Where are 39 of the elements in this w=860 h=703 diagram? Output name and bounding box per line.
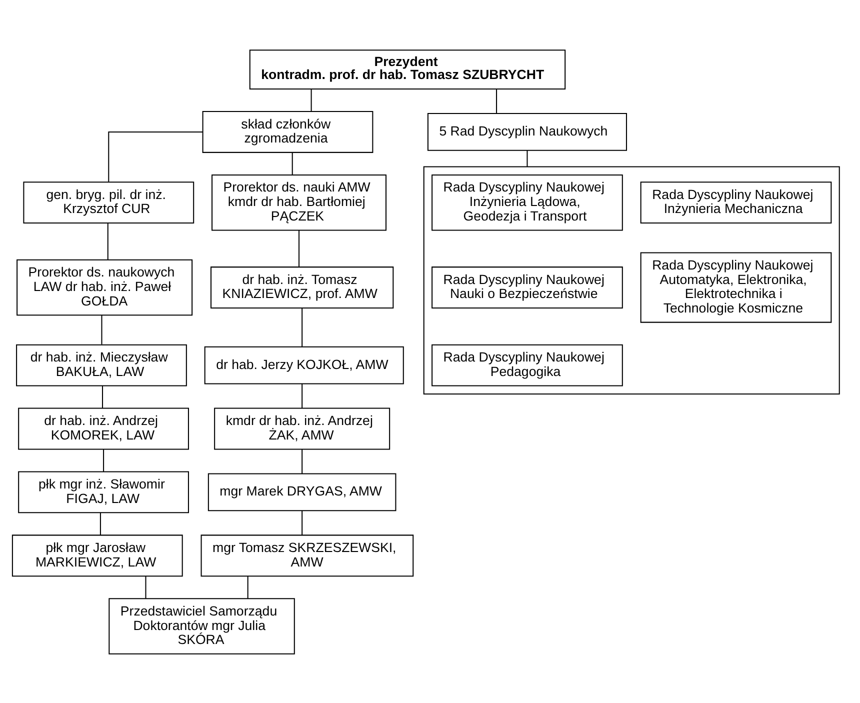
connector <box>302 449 303 474</box>
node-box: dr hab. Jerzy KOJKOŁ, AMW <box>204 346 404 384</box>
node-box: Prorektor ds. naukowych LAW dr hab. inż. Paweł GOŁDA <box>16 258 193 316</box>
node-box: płk mgr inż. Sławomir FIGAJ, LAW <box>18 470 189 513</box>
node-box: 5 Rad Dyscyplin Naukowych <box>427 112 627 150</box>
node-box: Prorektor ds. nauki AMW kmdr dr hab. Bartłomiej PĄCZEK <box>212 174 386 230</box>
connector <box>302 308 303 346</box>
connector <box>302 384 303 408</box>
node-box: Rada Dyscypliny Naukowej Nauki o Bezpieczeństwie <box>432 266 623 308</box>
node-box: Prezydent kontradm. prof. dr hab. Tomasz SZUBRYCHT <box>249 49 566 89</box>
connector <box>310 88 312 111</box>
node-box: Rada Dyscypliny Naukowej Pedagogika <box>432 344 623 386</box>
node-box: płk mgr Jarosław MARKIEWICZ, LAW <box>12 534 183 576</box>
node-box: skład członków zgromadzenia <box>202 110 374 152</box>
connector <box>526 150 528 166</box>
connector <box>103 449 104 472</box>
connector <box>302 510 303 535</box>
node-box: mgr Tomasz SKRZESZEWSKI, AMW <box>200 534 414 576</box>
cluster <box>423 166 840 394</box>
connector <box>298 230 300 266</box>
node-box: gen. bryg. pil. dr inż. Krzysztof CUR <box>23 181 194 224</box>
connector <box>107 222 108 260</box>
node-box: dr hab. inż. Tomasz KNIAZIEWICZ, prof. AMW <box>210 266 394 308</box>
node-box: Rada Dyscypliny Naukowej Inżynieria Lądowa, Geodezja i Transport <box>432 174 623 230</box>
node-box: Rada Dyscypliny Naukowej Inżynieria Mechaniczna <box>640 181 832 224</box>
connector <box>108 130 203 182</box>
connector <box>247 576 248 598</box>
connector <box>292 152 293 174</box>
node-box: kmdr dr hab. inż. Andrzej ŻAK, AMW <box>214 407 390 450</box>
connector <box>100 512 101 535</box>
connector <box>101 314 102 344</box>
node-box: dr hab. inż. Andrzej KOMOREK, LAW <box>18 407 189 450</box>
connector <box>102 386 104 408</box>
node-box: Przedstawiciel Samorządu Doktorantów mgr Julia SKÓRA <box>108 598 295 654</box>
node-box: Rada Dyscypliny Naukowej Automatyka, Elektronika, Elektrotechnika i Technologie Kosmiczne <box>640 252 832 322</box>
connector <box>145 576 146 598</box>
node-box: dr hab. inż. Mieczysław BAKUŁA, LAW <box>16 344 187 386</box>
connector <box>496 88 498 113</box>
node-box: mgr Marek DRYGAS, AMW <box>208 472 396 511</box>
